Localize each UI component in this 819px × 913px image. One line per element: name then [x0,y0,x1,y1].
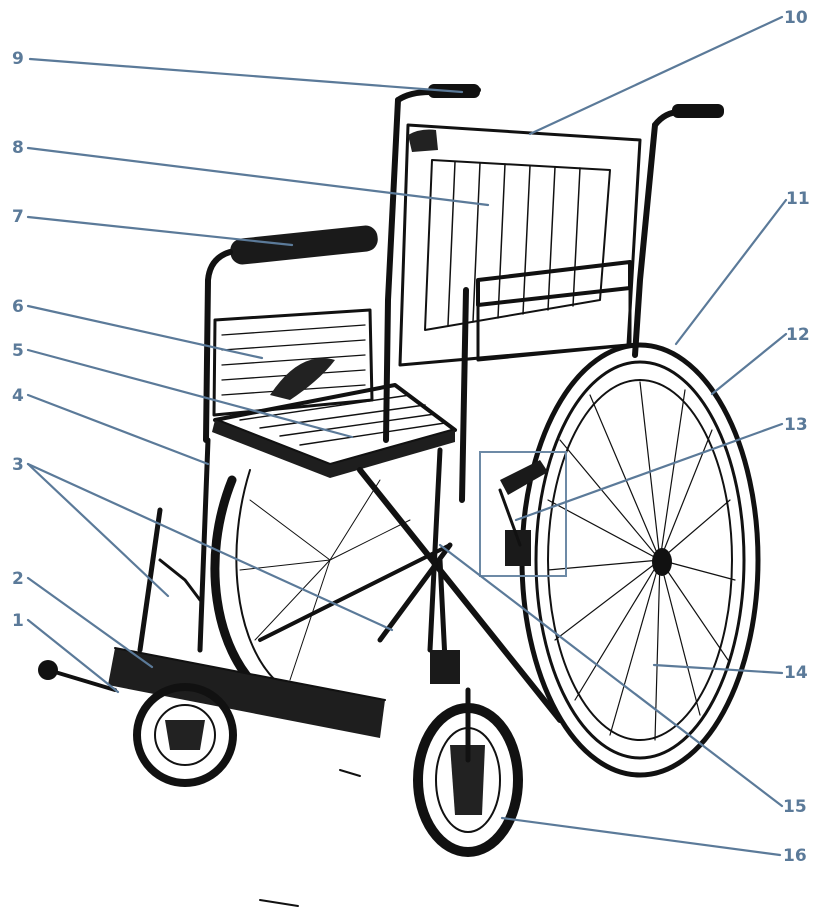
right-armrest [462,262,630,500]
callout-label-3: 3 [12,455,24,475]
leader-line-1 [28,620,118,692]
leader-line-9 [30,59,462,92]
callout-label-9: 9 [12,49,24,69]
leader-line-6 [28,306,262,358]
leader-line-12 [712,334,786,394]
leader-line-13 [516,424,782,520]
leader-line-11 [676,200,786,344]
callout-label-12: 12 [786,325,810,345]
callout-label-16: 16 [783,846,807,866]
callout-label-4: 4 [12,386,24,406]
footrest [38,510,385,738]
leader-line-7 [28,217,292,245]
callout-label-14: 14 [784,663,808,683]
callout-label-6: 6 [12,297,24,317]
callout-label-13: 13 [784,415,808,435]
callout-label-5: 5 [12,341,24,361]
leader-line-8 [28,148,488,205]
front-caster-right [418,690,518,852]
callout-label-15: 15 [783,797,807,817]
backrest [386,84,724,440]
left-armrest [206,224,379,440]
leader-line-4 [28,395,208,464]
callout-label-7: 7 [12,207,24,227]
callout-label-10: 10 [784,8,808,28]
leader-line-3-2 [28,464,392,630]
leader-line-16 [502,818,780,855]
leader-line-2 [28,578,152,667]
rear-wheel [522,345,758,775]
leader-line-3-1 [28,464,168,596]
callout-label-1: 1 [12,611,24,631]
leader-line-10 [530,17,782,134]
leader-line-14 [654,665,782,673]
callout-label-11: 11 [786,189,810,209]
front-caster-left [137,687,233,783]
callout-label-2: 2 [12,569,24,589]
wheelchair-illustration [38,84,758,906]
ground-marks [260,770,360,906]
callout-label-8: 8 [12,138,24,158]
